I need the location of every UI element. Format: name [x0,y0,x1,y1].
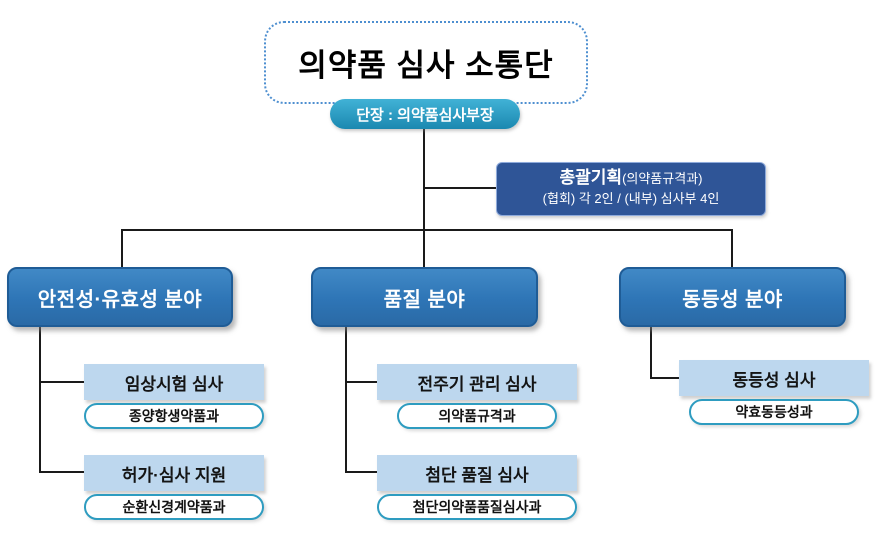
sub-box-label: 첨단 품질 심사 [425,465,529,485]
branch-label: 품질 분야 [383,288,466,311]
sub-box-label: 임상시험 심사 [124,374,224,394]
dept-pill-drug-standards: 의약품규격과 [397,403,557,429]
sub-box-label: 허가·심사 지원 [121,465,227,485]
sub-box-clinical-trial-review: 임상시험 심사 [84,364,264,400]
dept-pill-label: 의약품규격과 [438,408,516,424]
connector-line [39,327,41,473]
sub-box-lifecycle-management-review: 전주기 관리 심사 [377,364,577,400]
branch-box-quality: 품질 분야 [311,267,538,327]
dept-pill-drug-equivalence: 약효동등성과 [689,399,859,425]
branch-label: 안전성·유효성 분야 [37,288,203,311]
branch-label: 동등성 분야 [682,288,783,311]
dept-pill-label: 종양항생약품과 [128,408,220,424]
leader-badge-label: 단장 : 의약품심사부장 [356,106,494,124]
connector-line [423,129,425,231]
branch-box-safety-efficacy: 안전성·유효성 분야 [7,267,233,327]
branch-box-equivalence: 동등성 분야 [619,267,846,327]
sub-box-approval-review-support: 허가·심사 지원 [84,455,264,491]
connector-line [39,471,84,473]
planning-title-suffix: (의약품규격과) [622,171,703,186]
chart-title-box: 의약품 심사 소통단 [264,21,588,104]
dept-pill-circulatory-neuro: 순환신경계약품과 [84,494,264,520]
leader-badge: 단장 : 의약품심사부장 [330,99,520,129]
dept-pill-oncology-antibiotics: 종양항생약품과 [84,403,264,429]
connector-line [121,229,123,267]
connector-line [423,229,425,267]
planning-box: 총괄기획(의약품규격과) (협회) 각 2인 / (내부) 심사부 4인 [496,162,766,216]
planning-detail: (협회) 각 2인 / (내부) 심사부 4인 [542,191,720,206]
sub-box-label: 전주기 관리 심사 [417,374,537,394]
dept-pill-label: 순환신경계약품과 [122,499,226,515]
sub-box-label: 동등성 심사 [732,370,816,390]
dept-pill-advanced-quality: 첨단의약품품질심사과 [377,494,577,520]
sub-box-advanced-quality-review: 첨단 품질 심사 [377,455,577,491]
connector-line [345,471,377,473]
planning-title: 총괄기획 [559,168,623,187]
connector-line [122,229,733,231]
dept-pill-label: 약효동등성과 [735,404,813,420]
connector-line [39,381,84,383]
connector-line [650,377,679,379]
connector-line [345,381,377,383]
connector-line [650,327,652,379]
planning-title-line: 총괄기획(의약품규격과) [497,168,765,189]
connector-line [424,187,496,189]
chart-title: 의약품 심사 소통단 [298,48,554,83]
connector-line [345,327,347,473]
sub-box-equivalence-review: 동등성 심사 [679,360,869,396]
dept-pill-label: 첨단의약품품질심사과 [412,499,542,515]
connector-line [731,229,733,267]
